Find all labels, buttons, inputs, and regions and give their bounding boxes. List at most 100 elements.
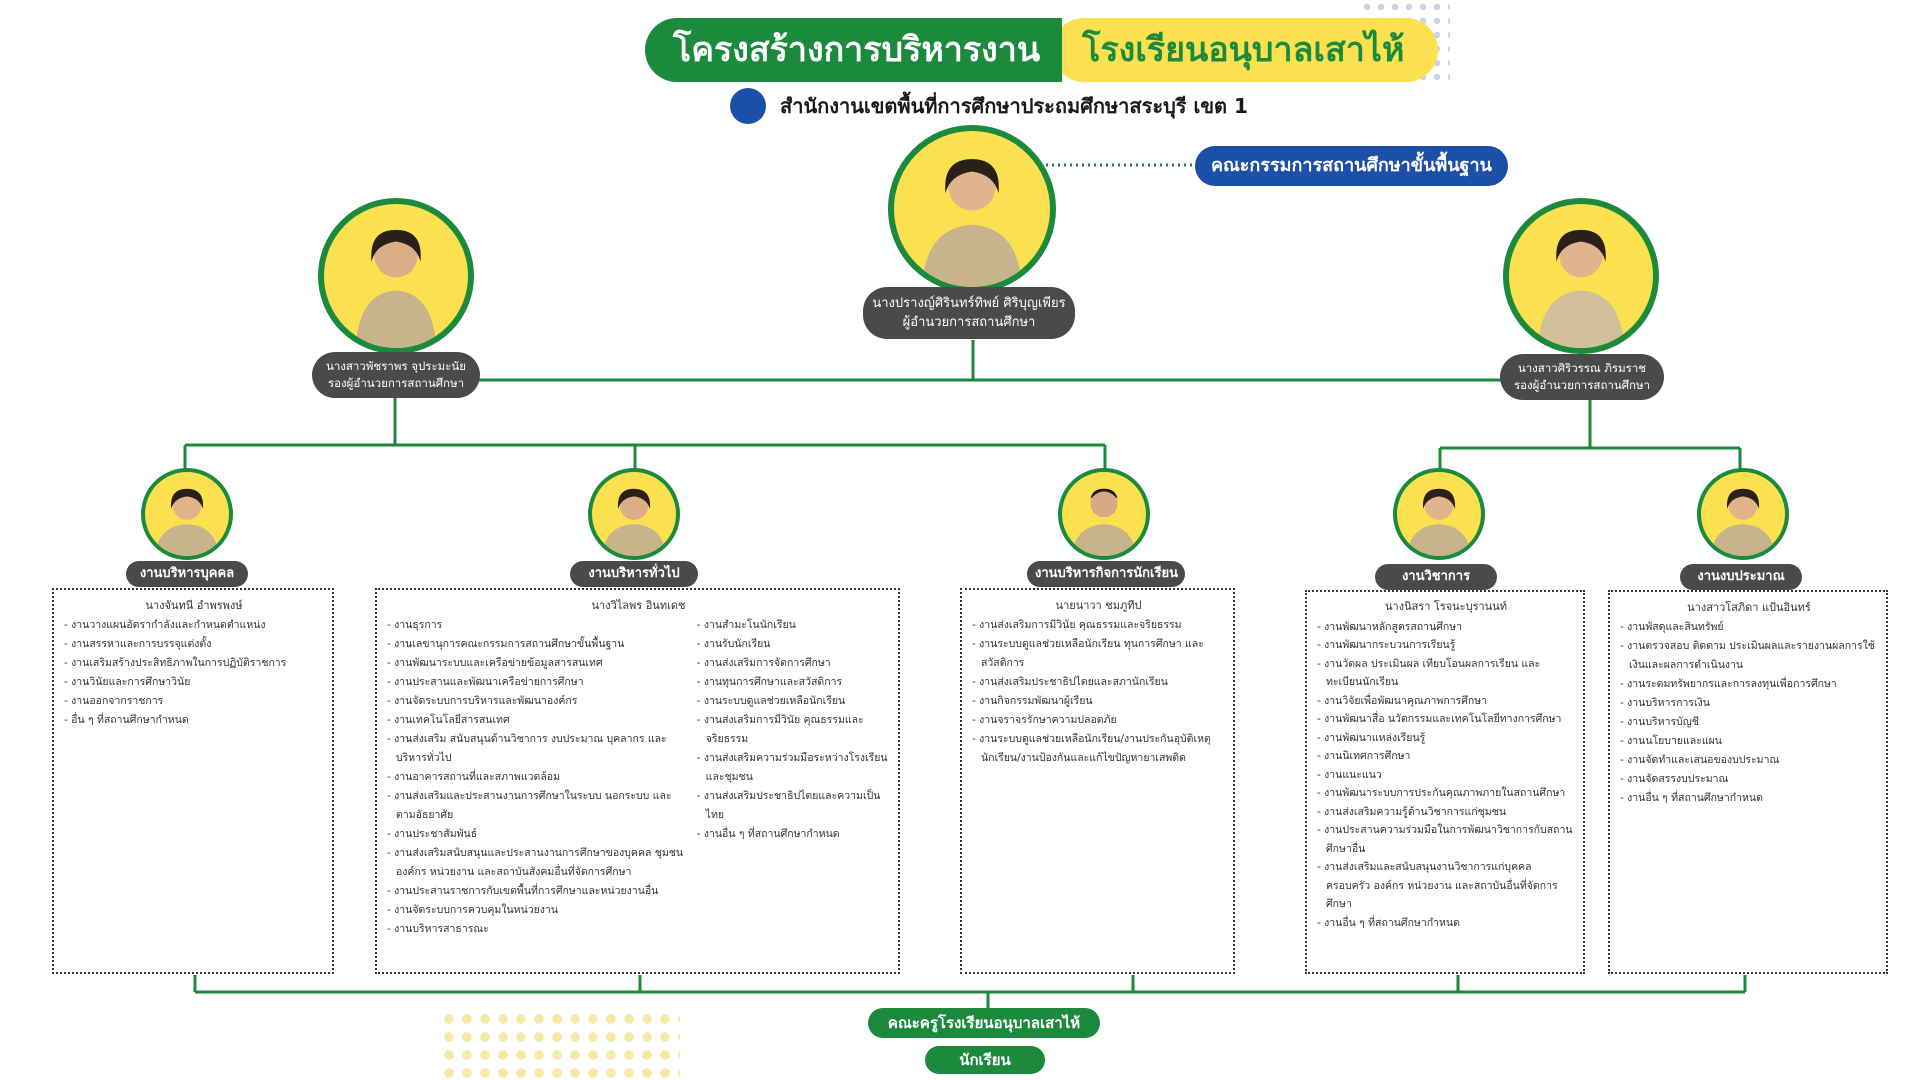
students-pill: นักเรียน (925, 1046, 1045, 1074)
director-role: ผู้อำนวยการสถานศึกษา (902, 315, 1036, 330)
dept-personnel-label: งานบริหารบุคคล (126, 561, 248, 587)
list-item: งานรับนักเรียน (697, 635, 890, 654)
subtitle-text: สำนักงานเขตพื้นที่การศึกษาประถมศึกษาสระบ… (780, 94, 1248, 118)
list-item: อื่น ๆ ที่สถานศึกษากำหนด (64, 711, 324, 730)
dept-general-head: นางวิไลพร อินทเดช (591, 599, 686, 612)
list-item: งานสำมะโนนักเรียน (697, 616, 890, 635)
list-item: งานส่งเสริมการมีวินัย คุณธรรมและจริยธรรม (972, 616, 1225, 635)
list-item: งานเลขานุการคณะกรรมการสถานศึกษาขั้นพื้นฐ… (387, 635, 687, 654)
director-portrait (888, 125, 1056, 293)
list-item: งานส่งเสริมประชาธิปไตยและความเป็นไทย (697, 787, 890, 825)
list-item: งานอาคารสถานที่และสภาพแวดล้อม (387, 768, 687, 787)
list-item: งานกิจกรรมพัฒนาผู้เรียน (972, 692, 1225, 711)
person-icon (1537, 229, 1625, 348)
list-item: งานพัฒนาแหล่งเรียนรู้ (1317, 729, 1575, 748)
list-item: งานสรรหาและการบรรจุแต่งตั้ง (64, 635, 324, 654)
list-item: งานส่งเสริมความร่วมมือระหว่างโรงเรียนและ… (697, 749, 890, 787)
list-item: งานพัฒนาสื่อ นวัตกรรมและเทคโนโลยีทางการศ… (1317, 710, 1575, 729)
list-item: งานจัดระบบการบริหารและพัฒนาองค์กร (387, 692, 687, 711)
list-item: งานประชาสัมพันธ์ (387, 825, 687, 844)
dept-student-affairs-list: งานส่งเสริมการมีวินัย คุณธรรมและจริยธรรม… (972, 616, 1225, 768)
dept-personnel-portrait (141, 468, 233, 560)
list-item: งานนโยบายและแผน (1620, 732, 1878, 751)
list-item: งานวางแผนอัตรากำลังและกำหนดตำแหน่ง (64, 616, 324, 635)
person-icon (1072, 488, 1136, 556)
dept-general-list-2: งานสำมะโนนักเรียน งานรับนักเรียน งานส่งเ… (697, 616, 890, 939)
list-item: งานทุนการศึกษาและสวัสดิการ (697, 673, 890, 692)
dept-academic-portrait (1393, 468, 1485, 560)
page-title: โครงสร้างการบริหารงาน โรงเรียนอนุบาลเสาไ… (645, 18, 1439, 82)
dept-budget-box: นางสาวโสภิดา แป้นอินทร์ งานพัสดุและสินทร… (1608, 590, 1888, 974)
deputy-left-name: นางสาวพัชราพร จุประมะนัย (325, 359, 467, 373)
list-item: งานวัดผล ประเมินผล เทียบโอนผลการเรียน แล… (1317, 655, 1575, 692)
list-item: งานส่งเสริมและสนับสนุนงานวิชาการแก่บุคคล… (1317, 858, 1575, 914)
list-item: งานพัฒนาระบบการประกันคุณภาพภายในสถานศึกษ… (1317, 784, 1575, 803)
dept-academic-label: งานวิชาการ (1375, 564, 1497, 590)
list-item: งานจัดทำและเสนอของบประมาณ (1620, 751, 1878, 770)
dept-budget-label: งานงบประมาณ (1680, 564, 1802, 590)
list-item: งานพัฒนาระบบและเครือข่ายข้อมูลสารสนเทศ (387, 654, 687, 673)
teachers-pill: คณะครูโรงเรียนอนุบาลเสาไห้ (868, 1008, 1100, 1038)
list-item: งานตรวจสอบ ติดตาม ประเมินผลและรายงานผลกา… (1620, 637, 1878, 675)
list-item: งานประสานราชการกับเขตพื้นที่การศึกษาและห… (387, 882, 687, 901)
list-item: งานประสานความร่วมมือในการพัฒนาวิชาการกับ… (1317, 821, 1575, 858)
dept-student-affairs-portrait (1058, 468, 1150, 560)
person-icon (922, 159, 1022, 287)
dept-academic-box: นางนิสรา โรจนะบุรานนท์ งานพัฒนาหลักสูตรส… (1305, 590, 1585, 974)
dept-budget-portrait (1697, 468, 1789, 560)
dept-general-label: งานบริหารทั่วไป (570, 561, 698, 587)
list-item: งานพัฒนาหลักสูตรสถานศึกษา (1317, 618, 1575, 637)
dept-personnel-box: นางจันทนี อำพรพงษ์ งานวางแผนอัตรากำลังแล… (52, 588, 334, 974)
list-item: งานประสานและพัฒนาเครือข่ายการศึกษา (387, 673, 687, 692)
dept-student-affairs-head: นายนาวา ชมภูทีป (1055, 599, 1142, 612)
list-item: งานบริหารสาธารณะ (387, 920, 687, 939)
list-item: งานระบบดูแลช่วยเหลือนักเรียน (697, 692, 890, 711)
list-item: งานพัสดุและสินทรัพย์ (1620, 618, 1878, 637)
list-item: งานอื่น ๆ ที่สถานศึกษากำหนด (1620, 789, 1878, 808)
dept-personnel-list: งานวางแผนอัตรากำลังและกำหนดตำแหน่ง งานสร… (64, 616, 324, 730)
list-item: งานวิจัยเพื่อพัฒนาคุณภาพการศึกษา (1317, 692, 1575, 711)
dept-budget-list: งานพัสดุและสินทรัพย์ งานตรวจสอบ ติดตาม ป… (1620, 618, 1878, 808)
subtitle-dot-icon (730, 88, 766, 124)
list-item: งานพัฒนากระบวนการเรียนรู้ (1317, 636, 1575, 655)
deputy-right-name: นางสาวศิริวรรณ ภิรมราช (1517, 361, 1647, 375)
dept-student-affairs-box: นายนาวา ชมภูทีป งานส่งเสริมการมีวินัย คุ… (960, 588, 1235, 974)
list-item: งานออกจากราชการ (64, 692, 324, 711)
subtitle: สำนักงานเขตพื้นที่การศึกษาประถมศึกษาสระบ… (730, 86, 1248, 126)
list-item: งานจัดระบบการควบคุมในหน่วยงาน (387, 901, 687, 920)
deputy-right-name-pill: นางสาวศิริวรรณ ภิรมราช รองผู้อำนวยการสถา… (1500, 354, 1664, 400)
dept-general-portrait (588, 468, 680, 560)
list-item: งานวินัยและการศึกษาวินัย (64, 673, 324, 692)
director-name: นางปรางญ์ศิรินทร์ทิพย์ ศิริบุญเพียร (872, 296, 1066, 311)
person-icon (1407, 488, 1471, 556)
list-item: งานส่งเสริมสนับสนุนและประสานงานการศึกษาข… (387, 844, 687, 882)
person-icon (602, 488, 666, 556)
dept-general-list-1: งานธุรการ งานเลขานุการคณะกรรมการสถานศึกษ… (387, 616, 697, 939)
title-part-1: โครงสร้างการบริหารงาน (645, 18, 1063, 82)
dept-student-affairs-label: งานบริหารกิจการนักเรียน (1027, 561, 1185, 587)
dept-budget-head: นางสาวโสภิดา แป้นอินทร์ (1687, 601, 1811, 614)
deputy-left-portrait (318, 198, 474, 354)
title-part-2: โรงเรียนอนุบาลเสาไห้ (1052, 18, 1439, 82)
list-item: งานเทคโนโลยีสารสนเทศ (387, 711, 687, 730)
list-item: งานส่งเสริมประชาธิปไตยและสภานักเรียน (972, 673, 1225, 692)
list-item: งานแนะแนว (1317, 766, 1575, 785)
list-item: งานอื่น ๆ ที่สถานศึกษากำหนด (1317, 914, 1575, 933)
list-item: งานส่งเสริมการจัดการศึกษา (697, 654, 890, 673)
deputy-left-name-pill: นางสาวพัชราพร จุประมะนัย รองผู้อำนวยการส… (312, 352, 480, 398)
person-icon (1711, 488, 1775, 556)
list-item: งานอื่น ๆ ที่สถานศึกษากำหนด (697, 825, 890, 844)
list-item: งานจัดสรรงบประมาณ (1620, 770, 1878, 789)
person-icon (355, 229, 437, 348)
list-item: งานบริหารการเงิน (1620, 694, 1878, 713)
list-item: งานจราจรรักษาความปลอดภัย (972, 711, 1225, 730)
director-name-pill: นางปรางญ์ศิรินทร์ทิพย์ ศิริบุญเพียร ผู้อ… (863, 287, 1075, 339)
dept-general-box: นางวิไลพร อินทเดช งานธุรการ งานเลขานุการ… (375, 588, 900, 974)
person-icon (155, 488, 219, 556)
decorative-dots-bottom-left (440, 1010, 680, 1080)
list-item: งานนิเทศการศึกษา (1317, 747, 1575, 766)
list-item: งานเสริมสร้างประสิทธิภาพในการปฏิบัติราชก… (64, 654, 324, 673)
board-label: คณะกรรมการสถานศึกษาขั้นพื้นฐาน (1195, 146, 1508, 186)
dept-academic-list: งานพัฒนาหลักสูตรสถานศึกษา งานพัฒนากระบวน… (1317, 618, 1575, 933)
